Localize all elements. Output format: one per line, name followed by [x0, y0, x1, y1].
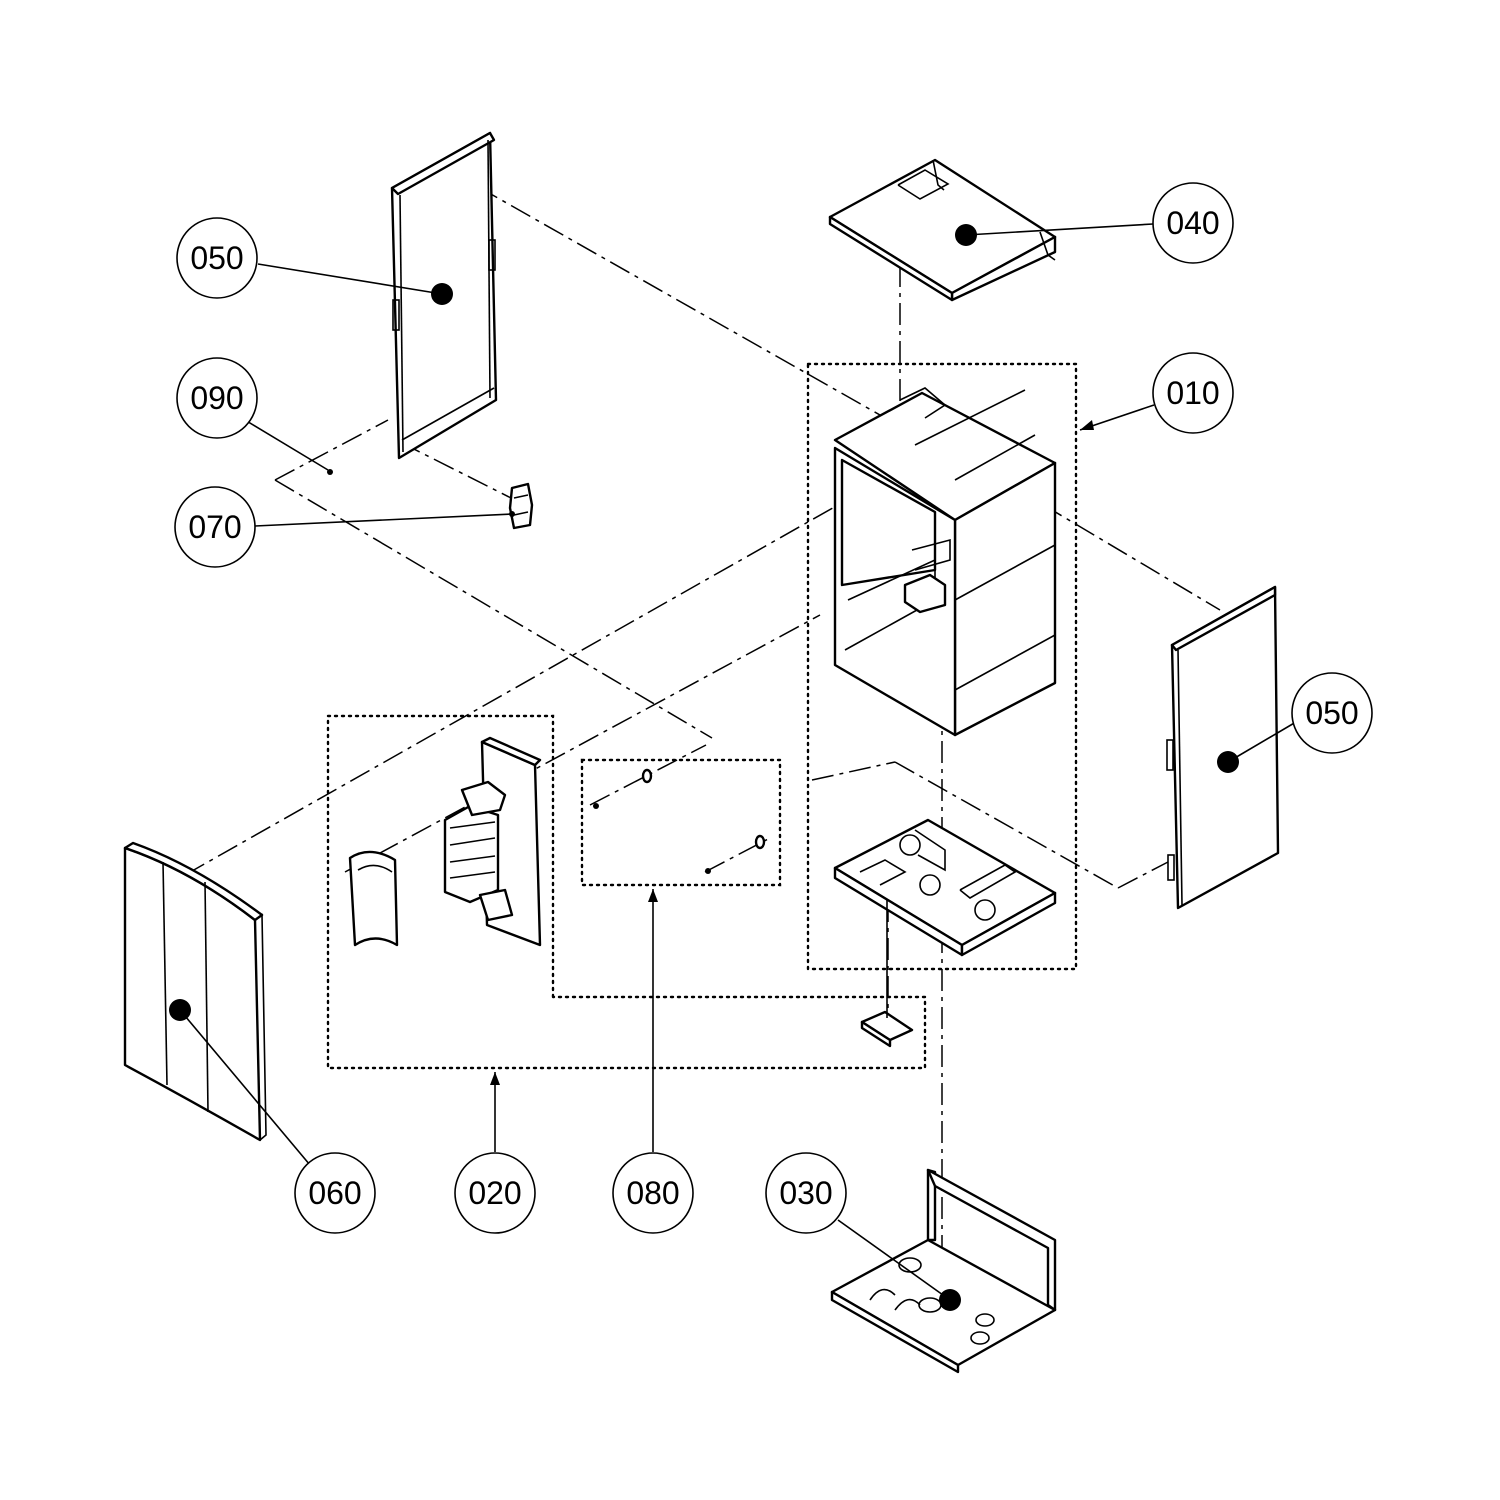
clip-070	[508, 482, 534, 530]
callout-020-label: 020	[468, 1175, 521, 1211]
callout-020: 020	[454, 1152, 536, 1234]
callout-070-label: 070	[188, 509, 241, 545]
marker-030	[939, 1289, 961, 1311]
callout-080-label: 080	[626, 1175, 679, 1211]
side-panel-right	[1166, 585, 1280, 910]
callout-060: 060	[294, 1152, 376, 1234]
marker-050-left	[431, 283, 453, 305]
callout-080: 080	[612, 1152, 694, 1234]
group-box-010	[806, 362, 1078, 971]
callout-090: 090	[176, 357, 258, 439]
part-markers	[169, 224, 1239, 1311]
callout-010-label: 010	[1166, 375, 1219, 411]
callout-030: 030	[765, 1152, 847, 1234]
top-cover	[828, 158, 1057, 302]
assembly-lines	[184, 167, 1221, 1295]
screw-set-080	[593, 768, 766, 874]
group-box-080	[580, 758, 782, 887]
control-assembly	[348, 736, 542, 947]
screw-090	[327, 469, 333, 475]
group-outlines	[326, 362, 1078, 1070]
small-bracket	[860, 1010, 914, 1048]
callout-060-label: 060	[308, 1175, 361, 1211]
callout-030-label: 030	[779, 1175, 832, 1211]
main-cabinet	[833, 387, 1057, 737]
base-frame	[830, 1168, 1057, 1374]
marker-060	[169, 999, 191, 1021]
callout-040-label: 040	[1166, 205, 1219, 241]
callout-050-right-label: 050	[1305, 695, 1358, 731]
front-panel	[123, 841, 267, 1142]
callout-040: 040	[1152, 182, 1234, 264]
leader-lines	[179, 223, 1297, 1301]
callout-050-left-label: 050	[190, 240, 243, 276]
callout-070: 070	[174, 486, 256, 568]
marker-050-right	[1217, 751, 1239, 773]
callout-010: 010	[1152, 352, 1234, 434]
marker-070	[509, 511, 515, 517]
marker-040	[955, 224, 977, 246]
callout-050-right: 050	[1291, 672, 1373, 754]
group-box-020	[326, 714, 927, 1070]
callout-050-left: 050	[176, 217, 258, 299]
base-tray	[833, 818, 1057, 957]
callout-090-label: 090	[190, 380, 243, 416]
